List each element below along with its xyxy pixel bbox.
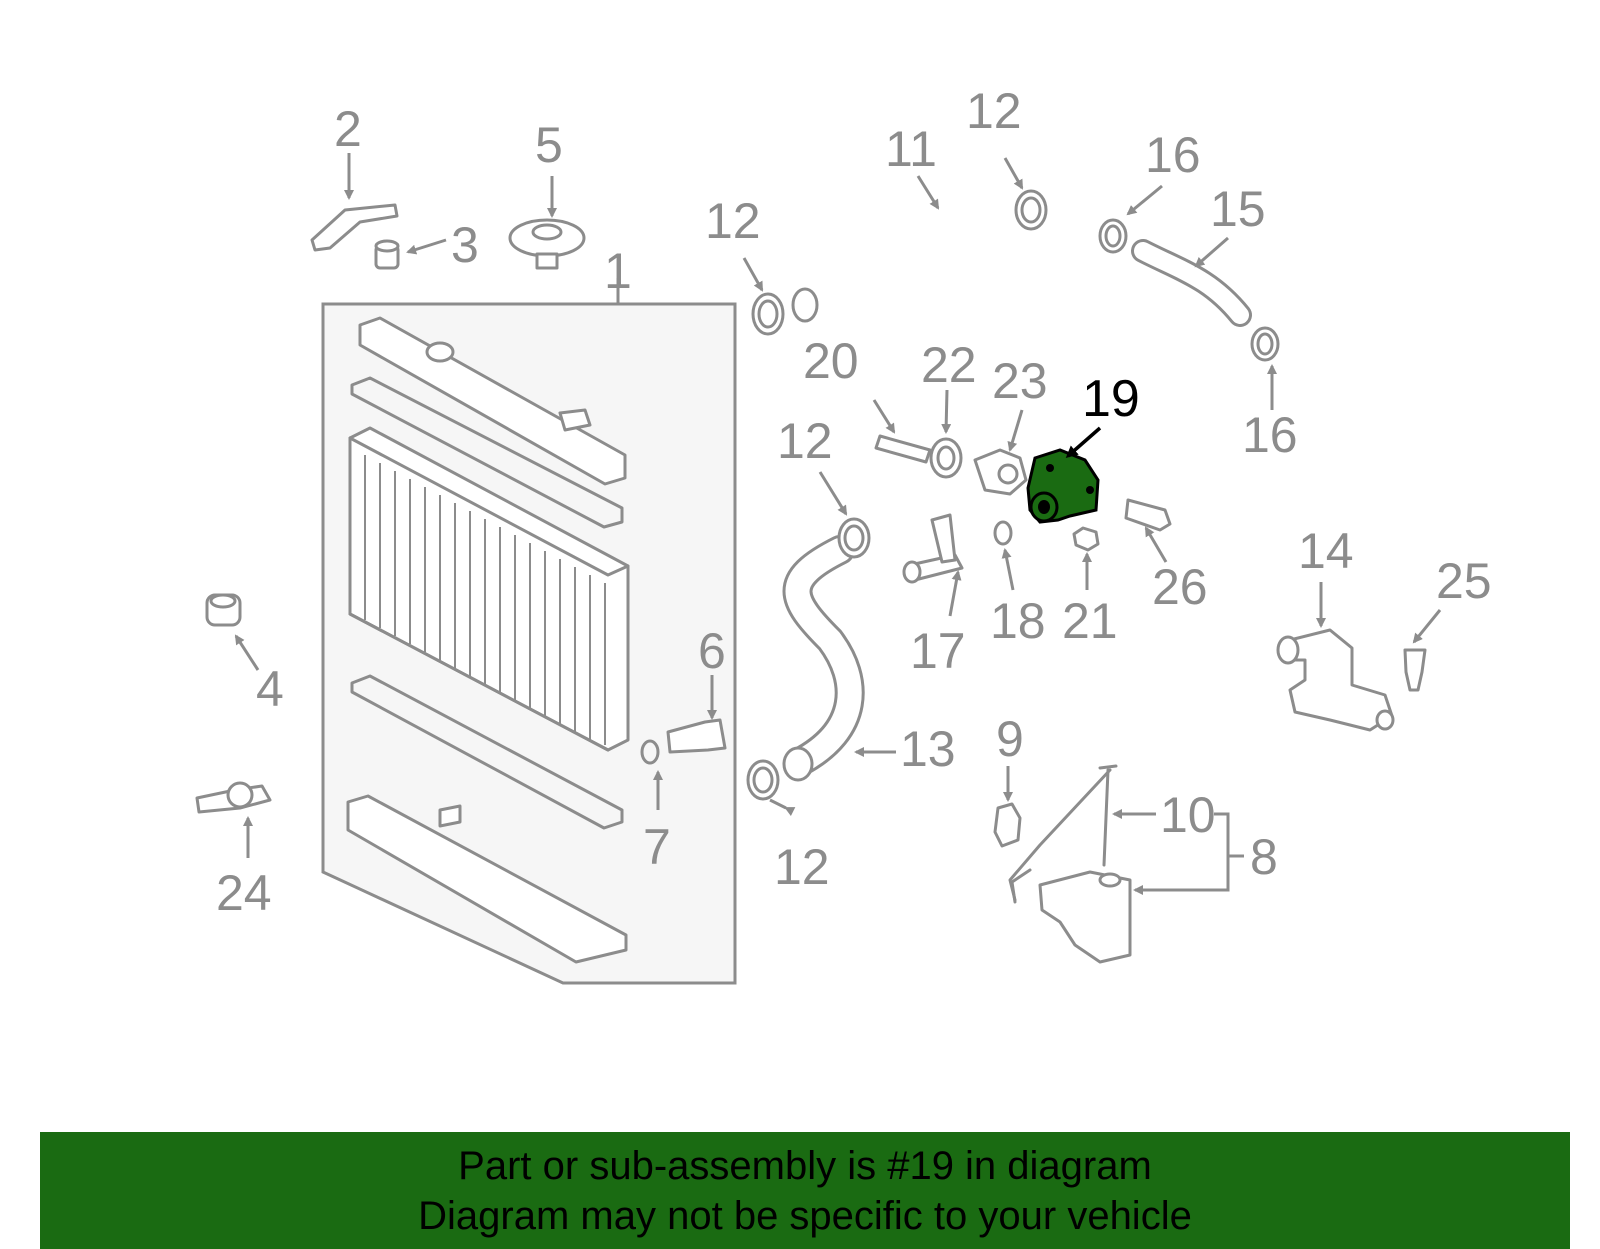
sensor-part-25 [1403,648,1427,692]
clamp-part-16-top [1098,218,1128,254]
clip-part-9 [993,802,1022,848]
callout-12-lower: 12 [774,839,830,895]
callout-16-top: 16 [1145,127,1201,183]
callout-24: 24 [216,865,272,921]
radiator-cap-part-5 [508,218,586,270]
callout-10: 10 [1160,787,1216,843]
callout-1: 1 [604,243,632,299]
callout-21: 21 [1062,593,1118,649]
reservoir-part-8 [1010,868,1132,964]
callout-12-mid: 12 [777,413,833,469]
callout-6: 6 [698,623,726,679]
callout-4: 4 [256,661,284,717]
upper-hose-part-11 [791,203,1011,323]
callout-16-bottom: 16 [1242,407,1298,463]
lower-hose-part-13 [782,535,865,782]
callout-11: 11 [885,121,937,177]
bypass-pipe-part-17 [902,513,964,584]
callout-18: 18 [990,593,1046,649]
callout-20: 20 [803,333,859,389]
clamp-part-12-upper-left [751,292,785,336]
callout-8: 8 [1250,829,1278,885]
hose-part-15 [1131,239,1252,327]
callout-2: 2 [334,101,362,157]
callout-19: 19 [1082,370,1140,428]
callout-labels: 1 2 3 4 5 6 7 8 9 10 11 12 12 12 12 13 1… [216,83,1492,921]
banner-line-2: Diagram may not be specific to your vehi… [418,1194,1192,1238]
callout-22: 22 [921,337,977,393]
bracket-part-2 [310,203,399,252]
clamp-part-12-upper-right [1014,189,1048,231]
clamp-part-16-bottom [1250,326,1280,362]
callout-15: 15 [1210,181,1266,237]
callout-12-upper-right: 12 [966,83,1022,139]
callout-5: 5 [535,117,563,173]
water-inlet-part-19 [1026,448,1100,524]
info-banner: Part or sub-assembly is #19 in diagram D… [40,1132,1570,1249]
callout-17: 17 [910,623,966,679]
callout-13: 13 [900,721,956,777]
cushion-part-4 [205,593,242,627]
drain-cock-part-6 [666,718,727,754]
o-ring-part-7 [640,739,660,765]
o-ring-part-18 [993,520,1013,546]
nut-part-3 [374,239,400,270]
callout-25: 25 [1436,553,1492,609]
callout-3: 3 [451,217,479,273]
callout-12-upper-left: 12 [705,193,761,249]
leader-lines [234,153,1442,895]
callout-23: 23 [992,353,1048,409]
nut-part-21 [1072,526,1100,552]
banner-line-1: Part or sub-assembly is #19 in diagram [458,1144,1152,1188]
clamp-part-12-lower [746,759,780,801]
radiator-assembly [321,302,737,985]
clamp-part-12-mid [837,517,871,559]
gasket-part-22 [929,437,963,479]
callout-7: 7 [643,819,671,875]
sensor-part-26 [1124,498,1172,532]
callout-26: 26 [1152,559,1208,615]
callout-14: 14 [1298,523,1354,579]
water-outlet-part-14 [1276,628,1395,732]
part-24 [195,781,272,814]
callout-9: 9 [996,711,1024,767]
stud-part-20 [874,434,932,464]
thermostat-part-23 [973,448,1028,496]
